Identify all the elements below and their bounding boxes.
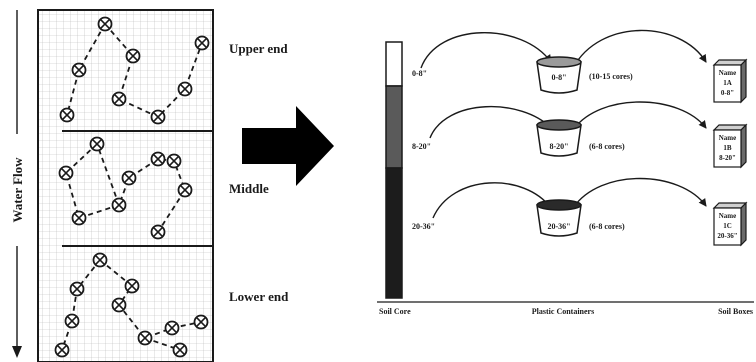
sample-point-marker	[54, 342, 70, 358]
container-label: 0-8"	[551, 73, 566, 82]
sample-point-marker	[150, 224, 166, 240]
zone-label-lower: Lower end	[229, 289, 289, 304]
footer-plastic-containers: Plastic Containers	[532, 307, 594, 316]
plastic-container-20-36: 20-36"	[536, 199, 582, 237]
sample-point-marker	[97, 16, 113, 32]
sample-point-marker	[193, 314, 209, 330]
water-flow-label: Water Flow	[10, 157, 25, 223]
container-label: 8-20"	[549, 142, 568, 151]
depth-label-8-20: 8-20"	[412, 142, 431, 151]
box-id: 1C	[723, 222, 732, 230]
sampling-path-upper	[66, 23, 203, 119]
sample-point-marker	[58, 165, 74, 181]
soil-core-segment-20-36	[385, 167, 403, 299]
transition-arrow	[242, 106, 334, 186]
box-depth: 20-36"	[717, 232, 737, 240]
arrow-core-to-container-20-36	[432, 182, 552, 219]
arrow-container-to-box-1b	[572, 101, 707, 131]
sample-point-marker	[121, 170, 137, 186]
sample-point-marker	[89, 136, 105, 152]
arrow-container-to-box-1a	[572, 29, 707, 69]
sample-point-marker	[172, 342, 188, 358]
box-depth: 8-20"	[719, 154, 736, 162]
field-panel: Water Flow Upper end Middle Lower end	[10, 9, 289, 362]
soil-box-1b: Name 1B 8-20"	[712, 123, 748, 169]
container-core-count-8-20: (6-8 cores)	[589, 142, 625, 151]
arrow-core-to-container-8-20	[429, 105, 552, 139]
sample-point-marker	[111, 197, 127, 213]
box-id: 1A	[723, 79, 732, 87]
sample-point-marker	[177, 81, 193, 97]
sample-point-marker	[150, 109, 166, 125]
container-core-count-20-36: (6-8 cores)	[589, 222, 625, 231]
plastic-container-0-8: 0-8"	[536, 56, 582, 94]
sample-point-marker	[111, 91, 127, 107]
sample-point-marker	[69, 281, 85, 297]
container-core-count-0-8: (10-15 cores)	[589, 72, 633, 81]
box-name: Name	[719, 69, 737, 77]
process-panel: 0-8" 8-20" 20-36" 0-8" (10-15 cores) 8-2…	[377, 29, 754, 316]
sample-point-marker	[166, 153, 182, 169]
sample-point-marker	[71, 62, 87, 78]
footer-soil-boxes: Soil Boxes	[718, 307, 753, 316]
zone-label-upper: Upper end	[229, 41, 288, 56]
depth-label-20-36: 20-36"	[412, 222, 435, 231]
soil-core-segment-0-8	[385, 41, 403, 87]
sampling-path-middle	[64, 143, 187, 233]
sample-point-marker	[125, 48, 141, 64]
container-label: 20-36"	[547, 222, 570, 231]
sample-point-marker	[194, 35, 210, 51]
plastic-container-8-20: 8-20"	[536, 119, 582, 157]
box-name: Name	[719, 212, 737, 220]
sample-point-marker	[164, 320, 180, 336]
box-name: Name	[719, 134, 737, 142]
sample-point-marker	[150, 151, 166, 167]
zone-label-middle: Middle	[229, 181, 269, 196]
soil-box-1c: Name 1C 20-36"	[712, 201, 748, 247]
sample-point-marker	[92, 252, 108, 268]
arrow-core-to-container-0-8	[420, 32, 552, 69]
sample-point-marker	[64, 313, 80, 329]
sample-point-marker	[71, 210, 87, 226]
box-id: 1B	[723, 144, 732, 152]
footer-soil-core: Soil Core	[379, 307, 411, 316]
sample-point-marker	[111, 297, 127, 313]
sample-point-marker	[177, 182, 193, 198]
sample-point-marker	[124, 278, 140, 294]
arrow-container-to-box-1c	[572, 177, 707, 209]
soil-core-segment-8-20	[385, 85, 403, 169]
depth-label-0-8: 0-8"	[412, 69, 427, 78]
sample-point-marker	[59, 107, 75, 123]
box-depth: 0-8"	[721, 89, 734, 97]
sample-point-marker	[137, 330, 153, 346]
water-flow-arrowhead	[12, 346, 22, 358]
soil-box-1a: Name 1A 0-8"	[712, 58, 748, 104]
